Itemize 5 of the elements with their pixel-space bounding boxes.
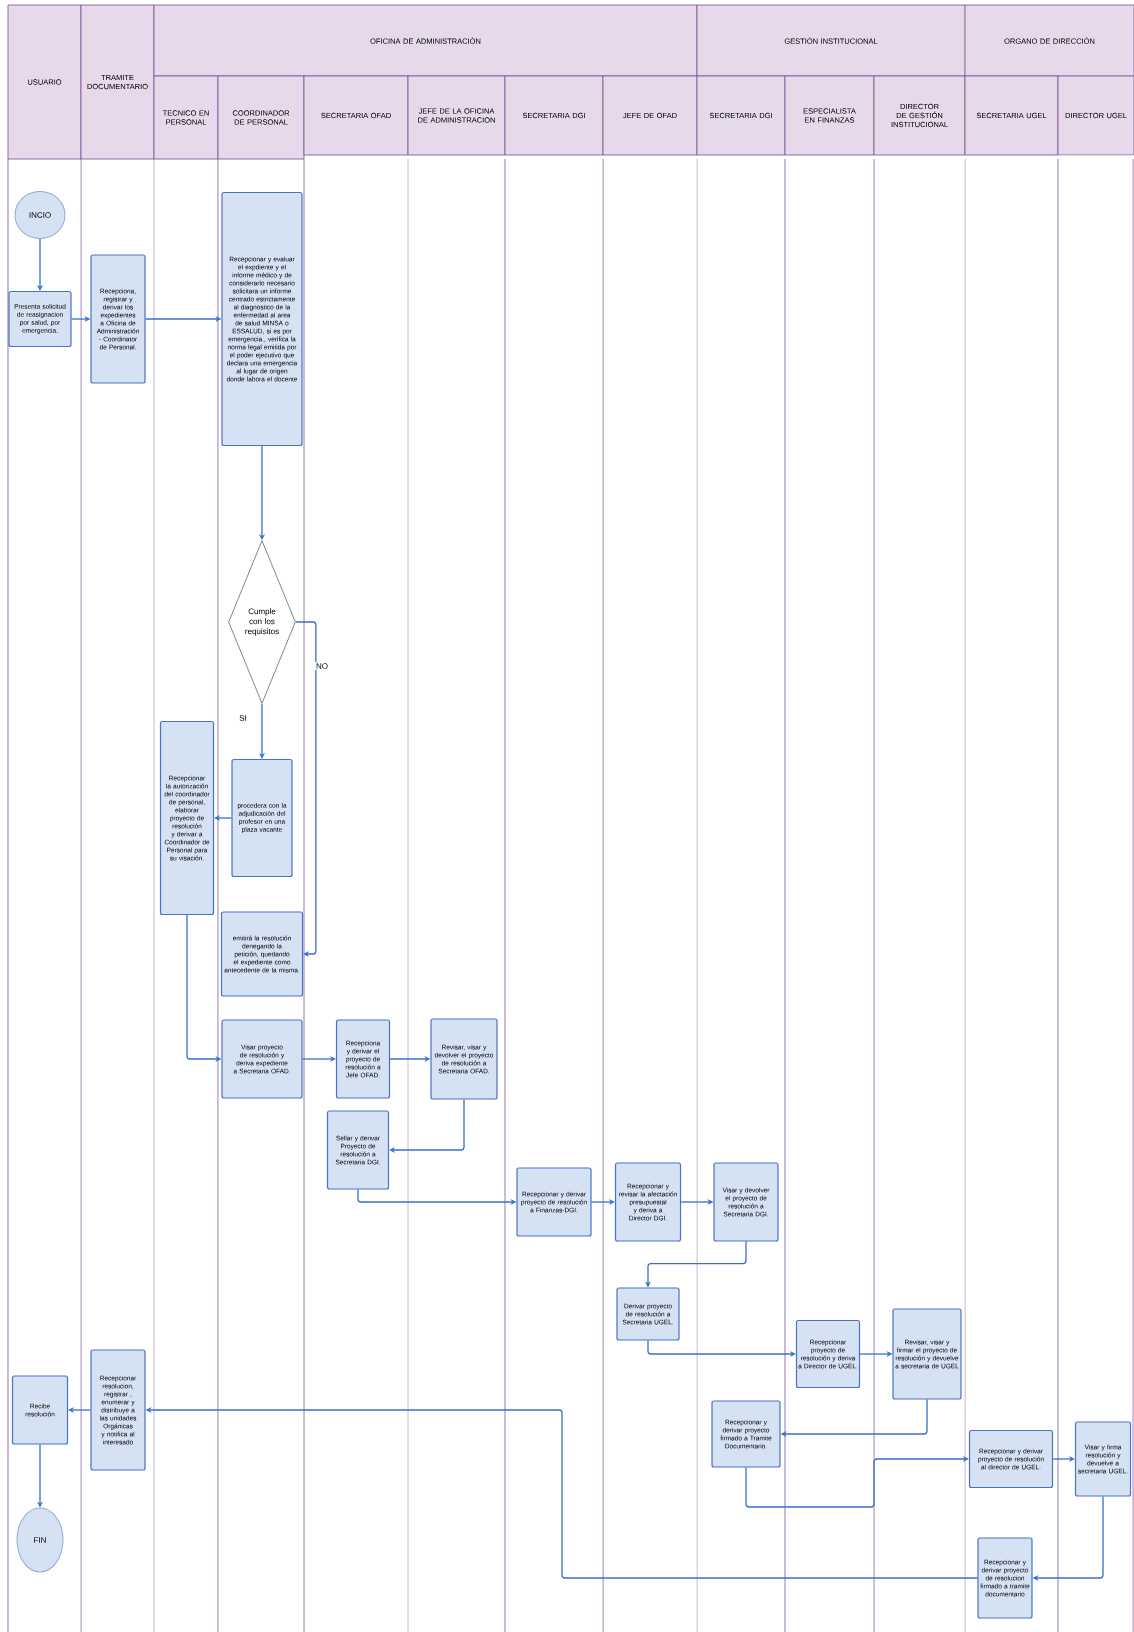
arrow	[389, 1098, 465, 1154]
arrow	[745, 1455, 969, 1508]
edge-label: SI	[238, 714, 248, 722]
arrow	[295, 621, 317, 958]
edge-label: NO	[315, 662, 329, 670]
